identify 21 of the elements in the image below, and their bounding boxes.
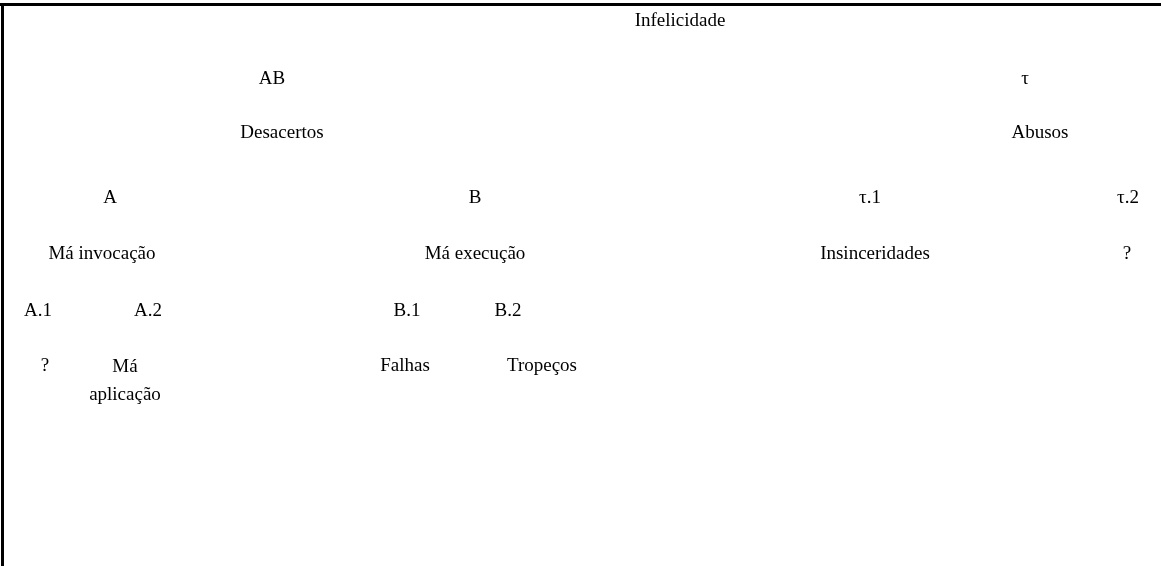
category-label: Tropeços bbox=[507, 353, 577, 378]
category-label: Falhas bbox=[380, 353, 430, 378]
category-label: ? bbox=[40, 353, 50, 378]
category-label: A bbox=[103, 185, 117, 210]
category-label: τ bbox=[1021, 66, 1029, 91]
category-label: B.1 bbox=[393, 298, 421, 323]
category-label: AB bbox=[258, 66, 286, 91]
category-label: B bbox=[468, 185, 482, 210]
category-label: Abusos bbox=[1011, 120, 1069, 145]
category-label: Má execução bbox=[424, 241, 526, 266]
category-label: Infelicidade bbox=[634, 8, 726, 33]
category-label: Má aplicação bbox=[88, 354, 162, 406]
category-label: τ.1 bbox=[859, 185, 881, 210]
category-label: Má invocação bbox=[48, 241, 156, 266]
category-label: ? bbox=[1122, 241, 1132, 266]
category-label: A.2 bbox=[134, 298, 162, 323]
category-label: A.1 bbox=[24, 298, 52, 323]
category-label: B.2 bbox=[494, 298, 522, 323]
category-label: Desacertos bbox=[240, 120, 324, 145]
category-label: τ.2 bbox=[1117, 185, 1139, 210]
category-label: Insinceridades bbox=[820, 241, 930, 266]
